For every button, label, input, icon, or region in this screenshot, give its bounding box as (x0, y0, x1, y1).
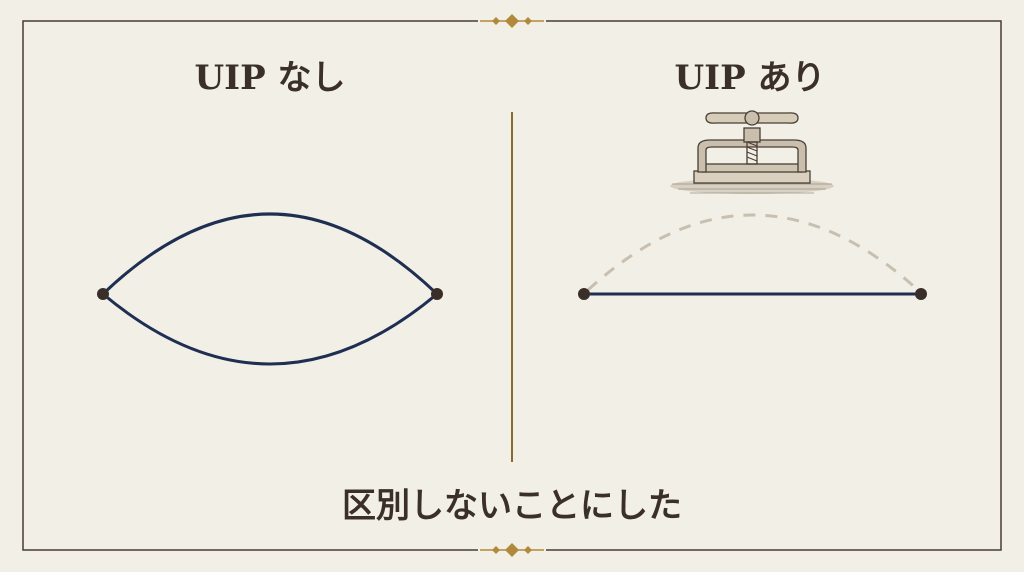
right-endpoint (915, 288, 927, 300)
diagram-caption: 区別しないことにした (342, 486, 682, 526)
upper-curve (101, 212, 439, 296)
left-endpoint (578, 288, 590, 300)
lower-curve (102, 292, 438, 366)
right-endpoint (431, 288, 443, 300)
left-panel-title: UIP なし (194, 58, 346, 98)
left-endpoint (97, 288, 109, 300)
screw-press-icon (670, 110, 834, 194)
right-panel-title: UIP あり (674, 58, 826, 98)
diamond-ornament-icon (478, 14, 546, 28)
diamond-ornament-icon (478, 543, 546, 557)
pressed-dashed-arc (586, 213, 920, 292)
